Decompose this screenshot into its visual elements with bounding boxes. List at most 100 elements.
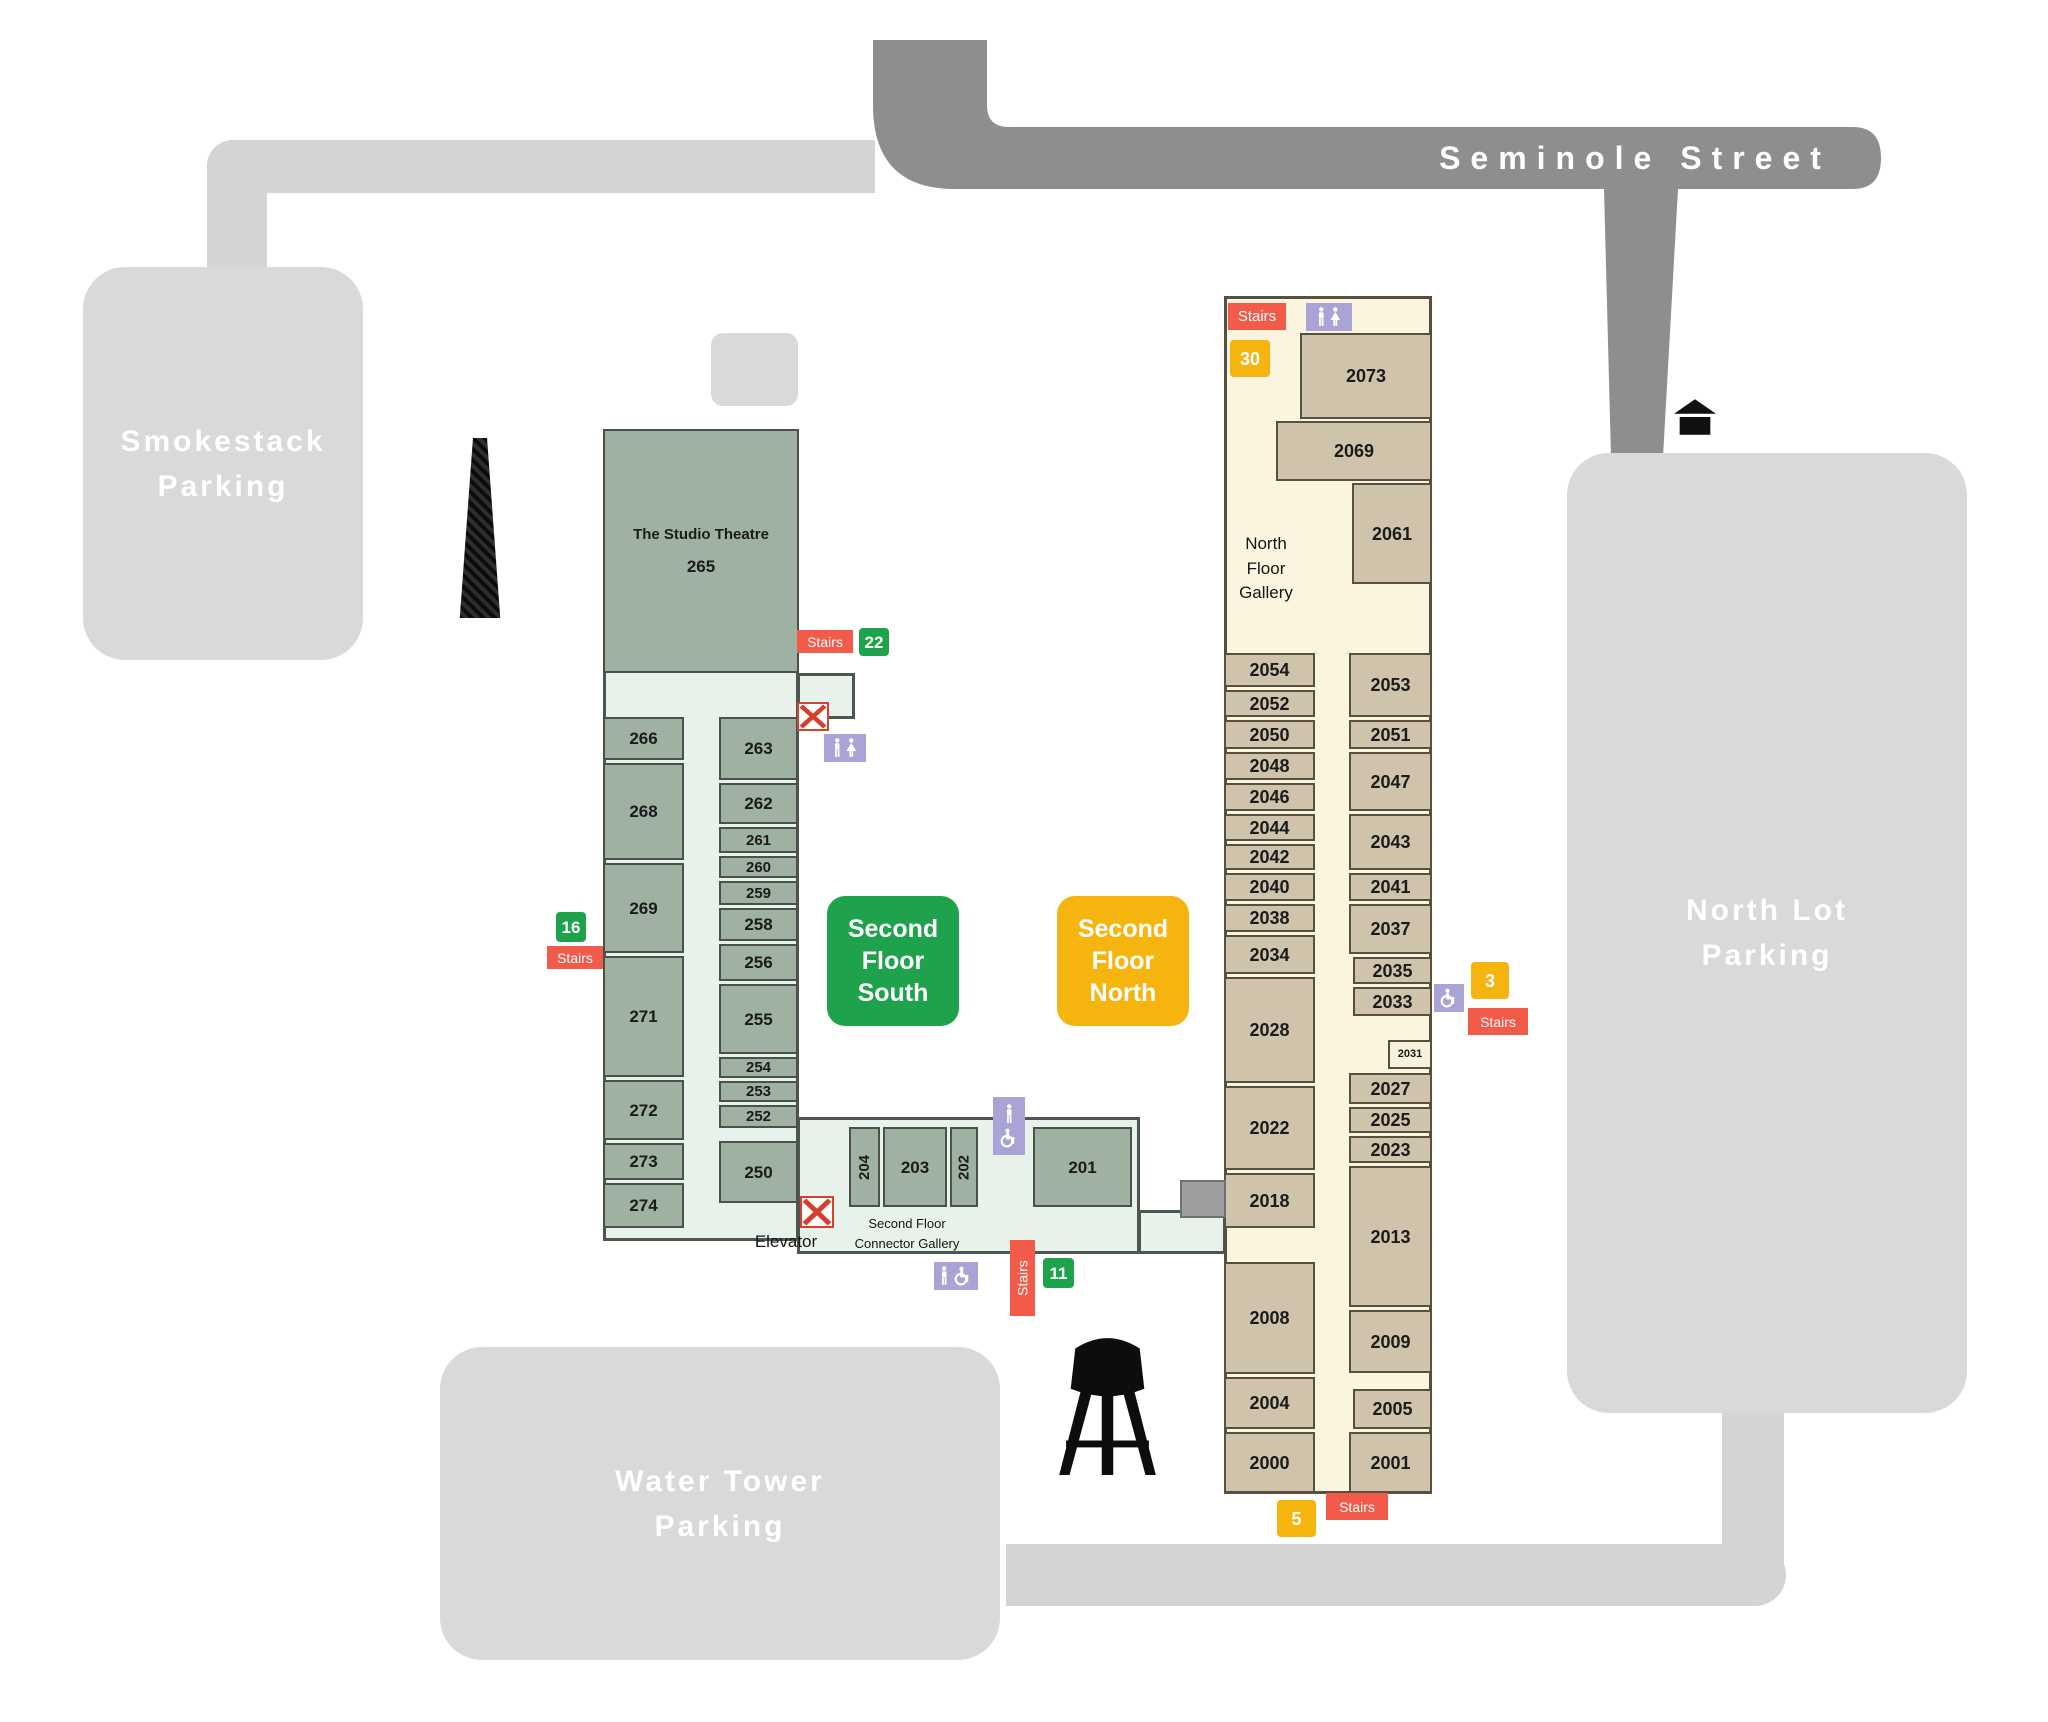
room-2028: 2028: [1224, 977, 1315, 1083]
room-2053: 2053: [1349, 653, 1432, 717]
room-2005: 2005: [1353, 1389, 1432, 1429]
room-2000: 2000: [1224, 1432, 1315, 1493]
wheelchair-icon: [1001, 1128, 1015, 1148]
room-260: 260: [719, 856, 798, 878]
male-icon: [941, 1266, 947, 1285]
north-lot-parking-lot: North Lot Parking: [1567, 453, 1967, 1413]
male-icon: [1006, 1104, 1012, 1123]
theatre-number: 265: [686, 557, 716, 576]
room-2037: 2037: [1349, 904, 1432, 954]
female-icon: [846, 738, 857, 757]
room-274: 274: [603, 1183, 684, 1228]
connector-gallery-label: Second Floor Connector Gallery: [854, 1216, 960, 1251]
room-2001: 2001: [1349, 1432, 1432, 1493]
accessible-icon-east: [1434, 984, 1464, 1012]
drive-path-top: [207, 140, 875, 193]
room-256: 256: [719, 944, 798, 981]
stairs-badge-connector: Stairs: [1010, 1240, 1035, 1316]
wheelchair-icon: [1441, 988, 1455, 1008]
room-271: 271: [603, 956, 684, 1077]
room-2035: 2035: [1353, 957, 1432, 984]
room-2031: 2031: [1388, 1040, 1432, 1069]
room-2009: 2009: [1349, 1310, 1432, 1373]
stairs-badge-south-left: Stairs: [547, 946, 603, 969]
room-2034: 2034: [1224, 935, 1315, 974]
elevator-x-icon: [800, 1196, 834, 1228]
room-2025: 2025: [1349, 1107, 1432, 1133]
stairs-badge-north-bottom: Stairs: [1326, 1493, 1388, 1520]
drive-path-bottom: [1006, 1544, 1786, 1606]
room-2044: 2044: [1224, 814, 1315, 841]
room-2043: 2043: [1349, 814, 1432, 870]
room-2022: 2022: [1224, 1086, 1315, 1170]
restroom-icon-connector: [934, 1262, 978, 1290]
north-floor-gallery-label: North Floor Gallery: [1239, 534, 1293, 603]
gate-16-badge: 16: [556, 912, 586, 942]
room-2047: 2047: [1349, 752, 1432, 811]
stairs-badge-north-top: Stairs: [1228, 303, 1286, 330]
connector-utility-box: [1180, 1180, 1226, 1218]
room-2027: 2027: [1349, 1073, 1432, 1104]
room-2004: 2004: [1224, 1377, 1315, 1429]
restroom-icon-south-top: [824, 734, 866, 762]
room-272: 272: [603, 1080, 684, 1140]
room-201: 201: [1033, 1127, 1132, 1207]
room-253: 253: [719, 1081, 798, 1102]
female-icon: [1330, 307, 1341, 326]
stairs-badge-south-top: Stairs: [797, 630, 853, 653]
drive-path-right: [1722, 1400, 1784, 1575]
wheelchair-icon: [954, 1266, 969, 1286]
room-263: 263: [719, 717, 798, 780]
gate-3-badge: 3: [1471, 962, 1509, 999]
restroom-icon-north-top: [1306, 303, 1352, 331]
room-2052: 2052: [1224, 690, 1315, 717]
room-2046: 2046: [1224, 783, 1315, 811]
restroom-icon-mid: [993, 1097, 1025, 1155]
room-2073: 2073: [1300, 333, 1432, 419]
gate-22-badge: 22: [859, 628, 889, 656]
room-2042: 2042: [1224, 844, 1315, 870]
water-tower-icon: [1050, 1310, 1165, 1502]
room-2038: 2038: [1224, 904, 1315, 932]
room-265-studio-theatre: The Studio Theatre 265: [603, 429, 799, 673]
room-2040: 2040: [1224, 873, 1315, 901]
water-tower-parking-lot: Water Tower Parking: [440, 1347, 1000, 1660]
room-258: 258: [719, 908, 798, 941]
room-259: 259: [719, 881, 798, 905]
room-273: 273: [603, 1143, 684, 1180]
room-266: 266: [603, 717, 684, 760]
room-255: 255: [719, 984, 798, 1054]
second-floor-north-badge: Second Floor North: [1057, 896, 1189, 1026]
room-254: 254: [719, 1057, 798, 1078]
room-2013: 2013: [1349, 1166, 1432, 1307]
room-2050: 2050: [1224, 720, 1315, 749]
room-2048: 2048: [1224, 752, 1315, 780]
room-261: 261: [719, 827, 798, 853]
room-202: 202: [950, 1127, 978, 1207]
room-2023: 2023: [1349, 1136, 1432, 1163]
room-2069: 2069: [1276, 421, 1432, 481]
male-icon: [1318, 307, 1324, 326]
elevator-x-icon-top: [797, 702, 829, 731]
smokestack-parking-lot: Smokestack Parking: [83, 267, 363, 660]
room-2054: 2054: [1224, 653, 1315, 687]
room-250: 250: [719, 1141, 798, 1203]
room-268: 268: [603, 763, 684, 860]
room-204: 204: [849, 1127, 880, 1207]
drive-path-left: [207, 140, 267, 285]
street-name-label: Seminole Street: [1439, 140, 1831, 176]
room-262: 262: [719, 783, 798, 824]
room-2041: 2041: [1349, 873, 1432, 901]
room-2018: 2018: [1224, 1173, 1315, 1228]
room-269: 269: [603, 863, 684, 953]
elevator-label: Elevator: [754, 1232, 818, 1251]
stairs-badge-north-east: Stairs: [1468, 1008, 1528, 1035]
room-2033: 2033: [1353, 987, 1432, 1016]
room-2008: 2008: [1224, 1262, 1315, 1374]
male-icon: [834, 738, 840, 757]
house-icon: [1674, 398, 1716, 436]
room-252: 252: [719, 1105, 798, 1128]
room-2061: 2061: [1352, 483, 1432, 584]
